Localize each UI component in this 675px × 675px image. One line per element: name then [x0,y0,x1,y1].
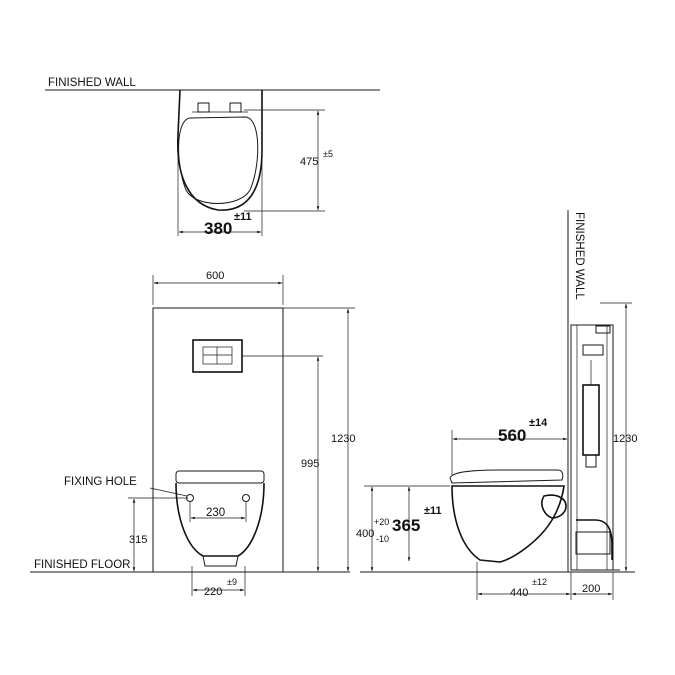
cistern-valve [582,344,604,356]
dim-220-tol: ±9 [227,577,237,587]
drain-box [575,531,611,555]
frame-panel [152,307,284,573]
dim-440-tol: ±12 [532,577,547,587]
cistern-outlet [585,454,597,468]
front-view: 600 995 1230 230 FIXING HOLE 315 [30,270,355,598]
dim-400-tol-minus: -10 [376,534,389,544]
dim-220: 220 [204,586,222,598]
frame-top-bracket [595,325,611,334]
flush-button[interactable] [202,346,233,365]
dim-315: 315 [129,534,147,546]
dim-995: 995 [301,458,319,470]
bowl-side-back [541,494,567,519]
dim-380-tol: ±11 [234,211,252,223]
dim-1230-front: 1230 [331,433,355,445]
finished-wall-top-label: FINISHED WALL [48,77,136,89]
dim-440: 440 [510,587,528,599]
bowl-side-outline [451,485,565,563]
side-view: FINISHED WALL 1230 560 ±14 400 [356,210,637,600]
dim-475-tol: ±5 [323,149,333,159]
dim-400-tol-plus: +20 [374,517,389,527]
bowl-front-base [202,555,239,567]
dim-365-tol: ±11 [424,505,442,517]
dim-400: 400 [356,528,374,540]
drain-bend [576,519,613,560]
hinge-left [197,102,210,113]
dim-230: 230 [206,507,225,519]
bowl-top-outline [177,89,263,211]
seat-side [449,469,564,484]
dim-475: 475 [300,156,318,168]
dim-600: 600 [206,270,224,282]
finished-wall-side-label: FINISHED WALL [573,212,585,300]
top-view: FINISHED WALL 475 ±5 380 ±11 [45,77,380,238]
hinge-right [229,102,242,113]
bowl-front-outline [175,482,265,557]
fixing-hole-label: FIXING HOLE [64,476,137,488]
seat-top-outline [178,116,259,204]
fixing-hole-right [242,494,250,502]
dim-1230-side: 1230 [613,433,637,445]
fixing-hole-leader [149,487,188,497]
flush-plate[interactable] [192,339,243,373]
finished-floor-label: FINISHED FLOOR [34,559,130,571]
dim-380: 380 [204,219,232,238]
dim-560-tol: ±14 [529,417,548,429]
dim-365: 365 [392,516,420,535]
dim-560: 560 [498,426,526,445]
dim-200: 200 [582,583,600,595]
seat-front [175,470,265,484]
cistern-body [582,384,600,456]
